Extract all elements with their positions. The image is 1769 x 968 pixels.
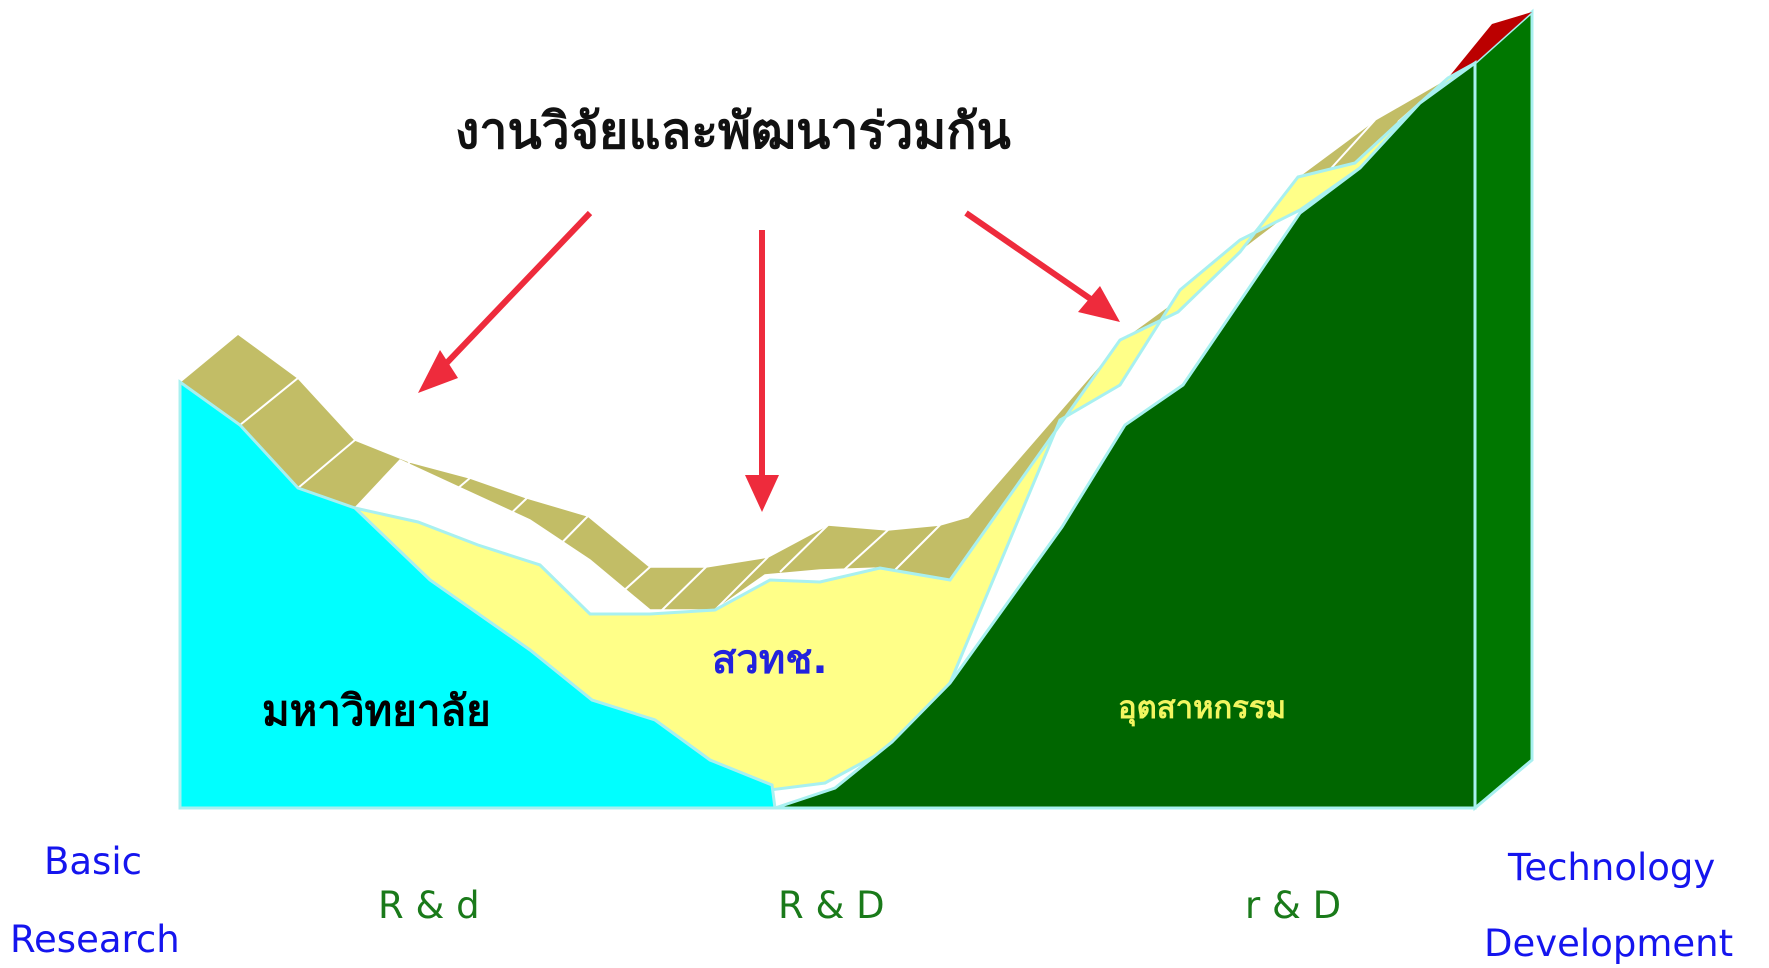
arrow-center-head — [745, 475, 779, 512]
agency-label: สวทช. — [712, 637, 828, 683]
arrow-right — [964, 210, 1097, 305]
stage-small-r-and-d: r & D — [1245, 884, 1342, 927]
stage-r-and-d-full: R & D — [778, 884, 885, 927]
industry-label: อุตสาหกรรม — [1118, 690, 1287, 726]
collaboration-arrows — [418, 210, 1120, 512]
industry-side-face — [1473, 8, 1534, 812]
technology-label: Technology — [1508, 846, 1716, 889]
stage-r-and-d-small: R & d — [378, 884, 480, 927]
arrow-left — [437, 210, 593, 373]
surface-tiles — [239, 77, 1449, 613]
development-label: Development — [1484, 922, 1734, 965]
arrow-left-head — [418, 350, 458, 393]
arrow-right-head — [1078, 286, 1120, 322]
university-label: มหาวิทยาลัย — [262, 686, 491, 735]
research-label: Research — [10, 918, 180, 961]
industry-region — [774, 60, 1477, 810]
peak-tip — [1448, 12, 1532, 78]
basic-label: Basic — [44, 840, 142, 883]
diagram-heading: งานวิจัยและพัฒนาร่วมกัน — [455, 102, 1011, 160]
